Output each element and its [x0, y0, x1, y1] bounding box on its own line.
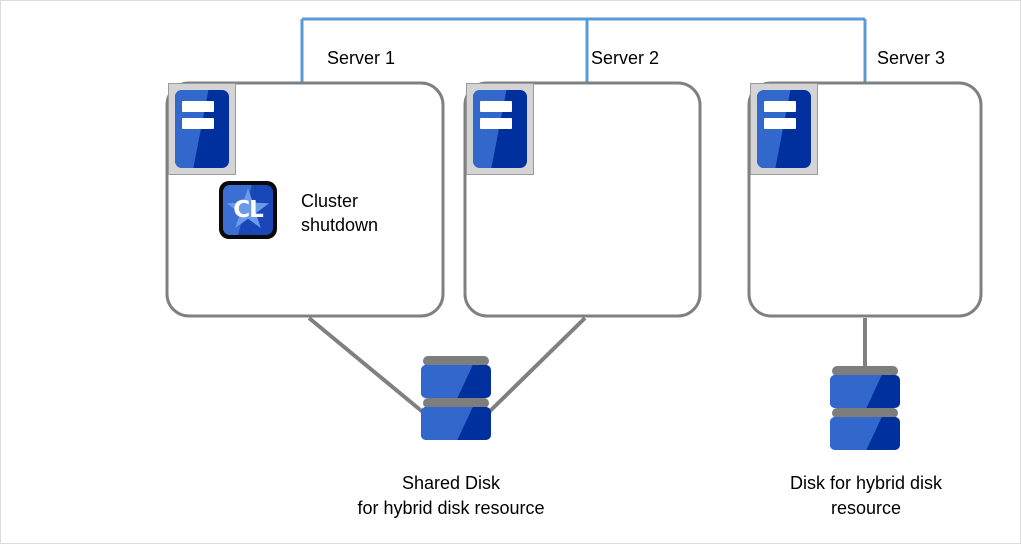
server-icon-slot-1	[480, 101, 512, 112]
server-icon-slot-1	[764, 101, 796, 112]
server-icon-slot-1	[182, 101, 214, 112]
interconnect-network-line	[300, 17, 867, 82]
disk-bar-middle	[423, 398, 489, 408]
server-icon-slot-2	[480, 118, 512, 129]
shared-disk-label-line1: Shared Disk	[401, 473, 501, 493]
server-box-server-1[interactable]	[165, 81, 445, 318]
disk-platter-highlight	[421, 407, 473, 440]
disk-platter-highlight	[830, 375, 882, 408]
local-disk-label-line2: resource	[830, 498, 902, 518]
local-disk-icon[interactable]	[830, 366, 900, 460]
server-icon[interactable]	[750, 83, 818, 175]
disk-platter-bottom	[830, 417, 900, 450]
disk-platter-top	[830, 375, 900, 408]
disk-platter-highlight	[830, 417, 882, 450]
server-icon-slot-2	[764, 118, 796, 129]
disk-bar-middle	[832, 408, 898, 418]
cluster-shutdown-label-line2: shutdown	[301, 215, 379, 235]
server-label-server-1: Server 1	[327, 48, 396, 68]
disk-bar-top	[423, 356, 489, 366]
shared-disk-icon[interactable]	[421, 356, 491, 450]
disk-bar-top	[832, 366, 898, 376]
disk-platter-highlight	[421, 365, 473, 398]
disk-platter-top	[421, 365, 491, 398]
disk-platter-bottom	[421, 407, 491, 440]
server-label-server-2: Server 2	[591, 48, 660, 68]
server-icon[interactable]	[168, 83, 236, 175]
cl-cluster-icon-face: CL	[223, 185, 273, 235]
local-disk-label-line1: Disk for hybrid disk	[789, 473, 943, 493]
server-label-server-3: Server 3	[877, 48, 946, 68]
server-icon-slot-2	[182, 118, 214, 129]
server-icon[interactable]	[466, 83, 534, 175]
cl-cluster-icon-text: CL	[233, 197, 264, 223]
cl-cluster-icon[interactable]: CL	[219, 181, 277, 239]
shared-disk-label-line2: for hybrid disk resource	[357, 498, 545, 518]
shared-disk-connectors	[307, 316, 587, 415]
cluster-shutdown-label-line1: Cluster	[301, 191, 359, 211]
